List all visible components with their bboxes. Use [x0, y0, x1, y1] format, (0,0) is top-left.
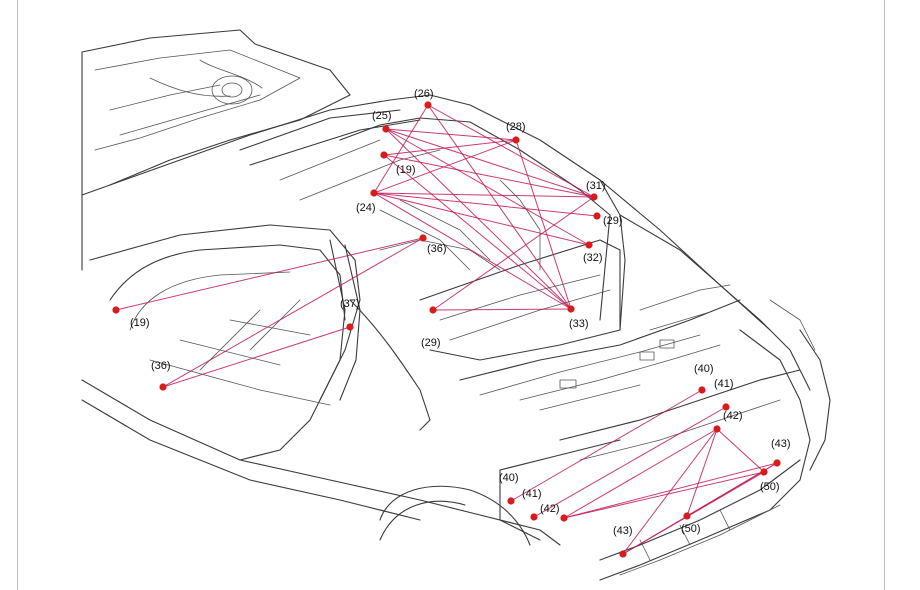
- reference-point-label: (50): [681, 523, 701, 535]
- measurement-line-p50a-p42b: [563, 471, 765, 519]
- measurement-line-p25-p31: [385, 128, 595, 198]
- reference-point-label: (31): [586, 180, 606, 192]
- reference-point-p36b: [159, 383, 167, 391]
- measurement-line-p42a-p43b: [622, 428, 718, 555]
- reference-point-label: (32): [583, 252, 603, 264]
- measurement-line-p25-p33: [385, 128, 572, 310]
- reference-point-p19a: [380, 151, 388, 159]
- reference-point-label: (41): [714, 378, 734, 390]
- measurement-line-p42a-p50b: [686, 428, 718, 517]
- reference-point-p40a: [698, 386, 706, 394]
- reference-point-label: (42): [723, 410, 743, 422]
- measurement-line-p42a-p42b: [563, 428, 718, 519]
- measurement-line-p24-p31: [373, 192, 595, 198]
- reference-point-label: (37): [340, 298, 360, 310]
- reference-point-p41b: [530, 513, 538, 521]
- reference-point-p31: [590, 193, 598, 201]
- measurement-line-p41a-p41b: [533, 406, 727, 518]
- reference-point-label: (33): [569, 318, 589, 330]
- measurement-line-p36b-p37: [162, 326, 351, 388]
- reference-point-p28: [512, 136, 520, 144]
- reference-point-label: (40): [499, 472, 519, 484]
- reference-point-label: (43): [613, 525, 633, 537]
- measurement-line-p25-p28: [385, 128, 517, 141]
- measurement-line-p24-p33: [373, 192, 572, 310]
- measurement-line-p43a-p42b: [563, 462, 778, 519]
- reference-point-label: (25): [372, 110, 392, 122]
- reference-point-label: (36): [151, 360, 171, 372]
- reference-point-p42a: [713, 425, 721, 433]
- reference-point-label: (29): [421, 337, 441, 349]
- measurement-line-p25-p32: [385, 128, 590, 246]
- reference-point-p25: [382, 125, 390, 133]
- reference-point-p50a: [760, 468, 768, 476]
- reference-point-label: (29): [603, 215, 623, 227]
- reference-point-p32: [585, 241, 593, 249]
- measurement-line-p33-p29b: [432, 308, 572, 311]
- reference-point-label: (40): [694, 363, 714, 375]
- measurement-line-p19a-p33: [383, 154, 572, 310]
- measurement-line-p26-p31: [427, 104, 595, 198]
- reference-point-label: (41): [522, 488, 542, 500]
- reference-point-p42b: [560, 514, 568, 522]
- measurement-line-p36b-p36a: [162, 237, 424, 388]
- measurement-line-p28-p19a: [383, 139, 517, 156]
- measurement-line-p28-p33: [515, 139, 572, 310]
- reference-point-label: (26): [414, 88, 434, 100]
- reference-point-label: (50): [760, 481, 780, 493]
- reference-point-p19b: [112, 306, 120, 314]
- reference-point-p41a: [722, 403, 730, 411]
- measurement-line-p28-p24: [373, 139, 517, 194]
- frame-border-right: [884, 0, 885, 590]
- reference-point-p40b: [507, 497, 515, 505]
- reference-point-p29b: [429, 306, 437, 314]
- frame-border-left: [17, 0, 18, 590]
- measurement-line-p24-p32: [373, 192, 590, 246]
- reference-point-p37: [346, 323, 354, 331]
- measurement-line-p50a-p43b: [622, 471, 765, 555]
- reference-point-label: (42): [540, 503, 560, 515]
- measurement-line-p31-p29b: [432, 196, 595, 311]
- measurement-line-p40a-p40b: [510, 389, 703, 502]
- reference-point-p24: [370, 189, 378, 197]
- vehicle-body-outline: [81, 29, 831, 581]
- reference-point-p26: [424, 101, 432, 109]
- reference-point-label: (19): [130, 317, 150, 329]
- measurement-line-p24-p29a: [373, 192, 598, 217]
- reference-point-label: (19): [396, 164, 416, 176]
- reference-point-p36a: [419, 234, 427, 242]
- measurement-line-p19a-p31: [383, 154, 595, 198]
- reference-point-p43b: [619, 550, 627, 558]
- measurement-line-p26-p24: [373, 104, 429, 194]
- reference-point-p33: [567, 305, 575, 313]
- reference-point-p50b: [683, 512, 691, 520]
- reference-point-p29a: [593, 212, 601, 220]
- reference-point-label: (28): [506, 121, 526, 133]
- reference-point-p43a: [773, 459, 781, 467]
- measurement-line-p26-p33: [427, 104, 572, 310]
- reference-points: (26) (25) (28) (19) (24) (31) (29) (32) (36) (33)…: [112, 88, 791, 558]
- measurement-line-p42a-p50a: [716, 428, 765, 473]
- reference-point-label: (36): [427, 243, 447, 255]
- reference-point-label: (24): [356, 202, 376, 214]
- reference-point-label: (43): [771, 438, 791, 450]
- measurement-lines: [115, 104, 778, 555]
- measurement-line-p19b-p36a: [115, 237, 424, 311]
